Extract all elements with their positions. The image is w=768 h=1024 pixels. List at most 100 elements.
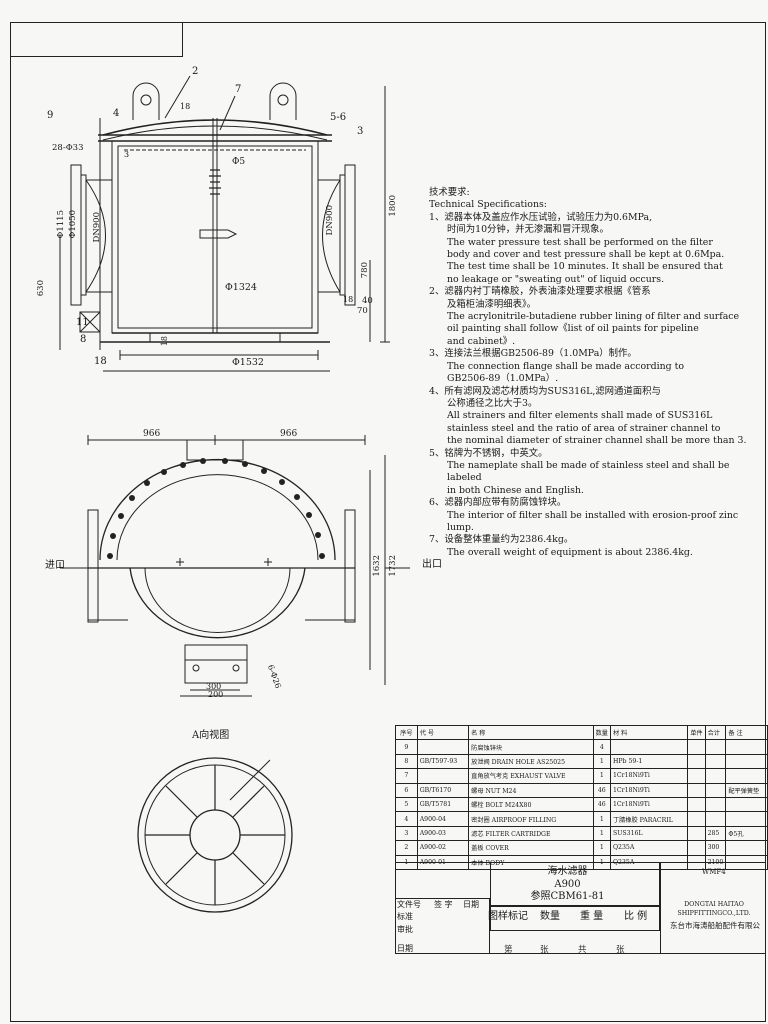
bom-cell [725,811,768,827]
spec-4-zh-2: 公称通径之比大于3。 [447,397,538,409]
spec-6-zh: 6、滤器内部应带有防腐蚀锌块。 [429,497,567,509]
spec-4-zh: 4、所有滤网及滤芯材质均为SUS316L,滤网通道面积与 [429,385,661,397]
dim-11: 11 [76,317,89,328]
spec-3-en-1: The connection flange shall be made acco… [447,360,685,372]
bom-header-row: 序号代 号名 称数量材 料单件合计备 注 [395,724,768,741]
bom-cell: SUS316L [609,825,689,842]
spec-5-en-1: The nameplate shall be made of stainless… [447,459,730,484]
drawing-code: WMF4 [702,868,726,876]
strainer-outer-ring [137,757,293,913]
spec-1-en-4: no leakage or "sweating out" of liquid o… [447,273,665,285]
dim-3-right: 3 [357,126,364,137]
dim-300: 300 [206,682,222,691]
bom-cell: A900-02 [416,840,470,856]
scale-label: 比 例 [624,911,648,922]
bom-cell [687,825,706,842]
company-en-2: SHIPFITTINGCO.,LTD. [677,910,751,917]
bom-cell: 1Cr18Ni9Ti [609,782,689,798]
bom-cell: 1 [592,840,611,856]
bom-cell: 代 号 [416,724,470,741]
bom-cell [416,739,470,755]
technical-specifications: 技术要求: Technical Specifications: 1、滤器本体及盖… [429,187,765,559]
bom-cell [725,753,768,770]
bom-cell: 数量 [592,724,611,741]
approve-label: 日期 [397,944,413,953]
spec-7-zh: 7、设备整体重量约为2386.4kg。 [429,534,574,546]
dim-9: 9 [47,110,54,121]
spec-3-zh: 3、连接法兰根据GB2506-89（1.0MPa）制作。 [429,348,637,360]
bom-cell: 285 [704,825,727,842]
dim-phi5: Φ5 [232,157,246,167]
bom-cell: 8 [395,753,418,770]
dim-630: 630 [36,280,46,297]
spec-4-en-1: All strainers and filter elements shall … [447,410,713,422]
inlet-label: 进口 [45,560,65,571]
bom-cell [725,796,768,813]
bom-cell [416,768,470,784]
bom-cell: 单件 [687,724,706,741]
title-sign-box [395,898,490,954]
dim-18-foot: 18 [94,356,107,367]
dim-28-phi33: 28-Φ33 [52,143,84,153]
dim-70: 70 [357,306,368,316]
dim-phi1324: Φ1324 [225,282,257,293]
marks-label: 图样标记 [488,911,528,922]
bom-cell: HPb 59-1 [609,753,689,770]
bom-cell [704,768,727,784]
lifting-lug-right [269,82,297,120]
bom-cell [687,796,706,813]
dim-phi1050: Φ1050 [68,210,78,239]
bom-cell: 序号 [395,724,418,741]
view-a-strainer [137,757,293,913]
bom-cell [704,796,727,813]
product-name: 海水滤器 [547,866,588,877]
spec-2-en-1: The acrylonitrile-butadiene rubber linin… [447,311,740,323]
spec-1-zh-2: 时间为10分钟，并无渗漏和冒汗现象。 [447,224,609,236]
bom-cell: 4 [592,739,611,755]
spec-title-en: Technical Specifications: [429,199,547,211]
dim-1732: 1732 [388,555,398,577]
spec-7-en-1: The overall weight of equipment is about… [447,546,693,558]
spec-3-en-2: GB2506-89（1.0MPa）. [447,373,559,385]
outlet-label: 出口 [422,559,442,570]
dim-966-right: 966 [280,429,298,439]
bom-cell: GB/T6170 [416,782,470,798]
bom-cell [687,782,706,798]
bom-cell [704,739,727,755]
spec-1-en-2: body and cover and test pressure shall b… [447,249,725,261]
spec-2-zh: 2、滤器内衬丁晴橡胶，外表油漆处理要求根据《管系 [429,286,651,298]
dim-1800: 1800 [388,195,398,217]
bom-cell: 46 [592,796,611,813]
dim-1632: 1632 [372,555,382,577]
page-label: 张 [540,945,549,955]
bom-cell [687,753,706,770]
outlet-flange [344,164,356,306]
date-label: 日期 [463,900,479,909]
bom-cell: 直角放气考克 EXHAUST VALVE [468,768,594,784]
bom-cell: 1 [592,811,611,827]
bom-cell: 46 [592,782,611,798]
dim-780: 780 [360,262,370,279]
dim-dn900-left: DN900 [92,212,102,243]
spec-5-en-2: in both Chinese and English. [447,484,584,496]
dim-966-left: 966 [143,429,161,439]
bom-cell: 9 [395,739,418,755]
file-no-label: 文件号 [397,900,421,909]
spec-2-en-3: and cabinet》. [447,335,516,347]
bom-cell: 7 [395,768,418,784]
bom-cell [687,840,706,856]
review-label: 审批 [397,925,413,934]
qty-label: 数量 [540,911,560,922]
bom-cell [725,840,768,856]
product-model: A900 [554,878,581,890]
front-view [59,75,390,372]
dim-8: 8 [80,334,87,345]
